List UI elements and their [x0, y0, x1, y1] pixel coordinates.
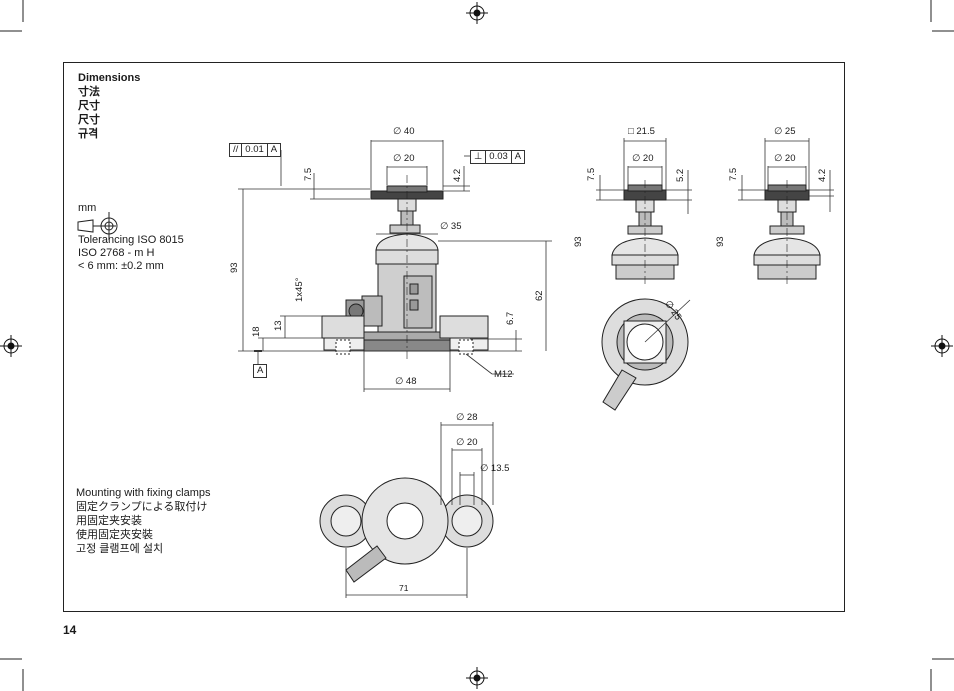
mounting-ko: 고정 클램프에 설치 [76, 543, 164, 555]
main-dia-48: ∅ 48 [395, 376, 417, 387]
clamp-w-71: 71 [399, 583, 409, 593]
sq-h-93: 93 [573, 236, 584, 247]
mounting-zh-cn: 用固定夹安装 [76, 515, 142, 527]
title-korean: 규격 [78, 128, 99, 140]
title-japanese: 寸法 [78, 86, 100, 98]
main-h-62: 62 [534, 290, 545, 301]
main-h-7-5: 7.5 [303, 167, 314, 181]
parallelism-control-frame: // 0.01 A [229, 143, 282, 157]
registration-mark-icon [0, 334, 23, 358]
top-view [601, 298, 691, 411]
main-chamfer: 1x45° [294, 277, 305, 302]
sq-h-7-5: 7.5 [586, 167, 597, 181]
clamp-dia-13-5: ∅ 13.5 [480, 463, 510, 474]
round-dimension-lines [738, 138, 834, 212]
content-frame [63, 62, 845, 612]
perp-ref: A [514, 151, 522, 162]
mounting-ja: 固定クランプによる取付け [76, 501, 208, 513]
rd-h-4-2: 4.2 [817, 168, 828, 182]
page-number: 14 [63, 623, 77, 637]
main-h-6-7: 6.7 [505, 311, 516, 325]
square-variant-view [611, 180, 679, 285]
mounting-en: Mounting with fixing clamps [76, 487, 211, 499]
title-chinese-traditional: 尺寸 [78, 114, 100, 126]
parallel-value: 0.01 [242, 144, 268, 156]
clamp-dimension-lines [345, 422, 494, 598]
unit-label: mm [78, 202, 97, 214]
main-dia-20: ∅ 20 [393, 153, 415, 164]
sq-dia-20: ∅ 20 [632, 153, 654, 164]
iso-line: ISO 2768 - m H [78, 247, 155, 259]
registration-mark-icon [930, 334, 954, 358]
main-m12: M12 [494, 369, 513, 380]
perp-symbol: ⊥ [471, 151, 487, 163]
parallel-ref: A [270, 144, 278, 155]
sq-h-5-2: 5.2 [675, 168, 686, 182]
clamp-view [319, 477, 494, 583]
rd-dia-25: ∅ 25 [774, 126, 796, 137]
main-dimension-lines [238, 140, 552, 392]
datum-a-box: A [253, 364, 268, 378]
registration-mark-icon [465, 1, 489, 25]
round-variant-view [753, 180, 821, 285]
perp-value: 0.03 [486, 151, 512, 163]
main-h-4-2: 4.2 [452, 168, 463, 182]
rd-h-93: 93 [715, 236, 726, 247]
tolerance-line: < 6 mm: ±0.2 mm [78, 260, 164, 272]
main-h-13: 13 [273, 320, 284, 331]
datum-label: A [257, 365, 264, 376]
mounting-zh-tw: 使用固定夾安裝 [76, 529, 153, 541]
dimensions-title: Dimensions [78, 72, 141, 84]
main-side-view [321, 175, 489, 360]
square-dimension-lines [596, 138, 692, 214]
clamp-dia-20: ∅ 20 [456, 437, 478, 448]
registration-mark-icon [465, 666, 489, 690]
tolerancing-symbol-icon [77, 212, 118, 240]
perpendicularity-control-frame: ⊥ 0.03 A [470, 150, 526, 164]
rd-dia-20: ∅ 20 [774, 153, 796, 164]
main-h-93: 93 [229, 262, 240, 273]
main-h-18: 18 [251, 326, 262, 337]
rd-h-7-5: 7.5 [728, 167, 739, 181]
title-chinese-simplified: 尺寸 [78, 100, 100, 112]
clamp-dia-28: ∅ 28 [456, 412, 478, 423]
parallel-symbol: // [230, 144, 243, 156]
sq-21-5: □ 21.5 [628, 126, 655, 137]
main-dia-40: ∅ 40 [393, 126, 415, 137]
main-dia-35: ∅ 35 [440, 221, 462, 232]
tolerancing-line: Tolerancing ISO 8015 [78, 234, 184, 246]
